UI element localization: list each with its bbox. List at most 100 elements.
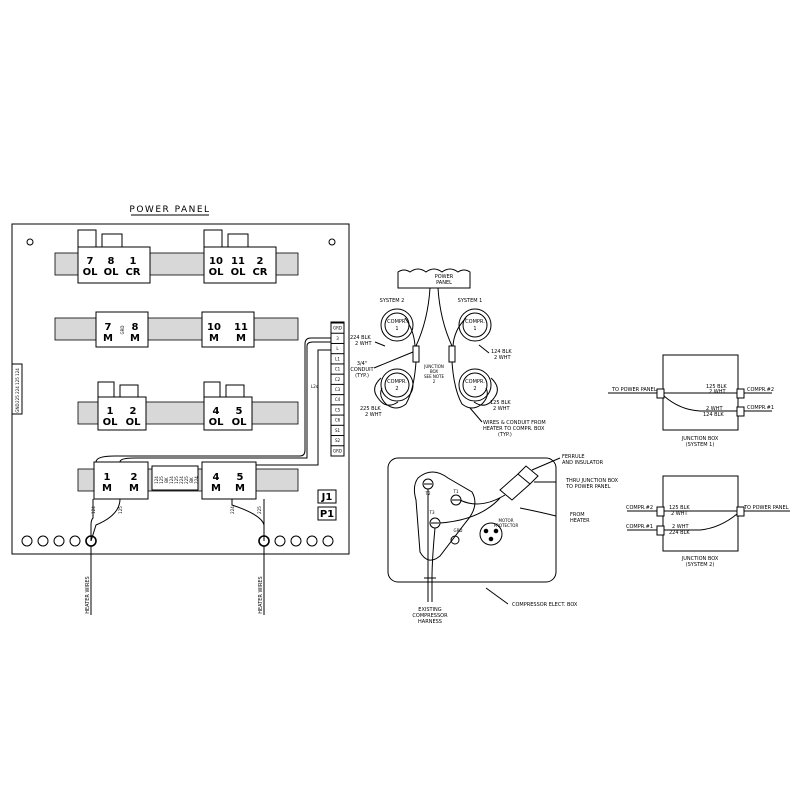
wire-124 bbox=[90, 499, 94, 541]
motor-protector bbox=[479, 522, 503, 546]
compressor-number: 1 bbox=[395, 326, 398, 332]
box-connector-left-2 bbox=[656, 525, 665, 536]
leader-line bbox=[485, 587, 509, 605]
compressor-elect-box-label: COMPRESSOR ELECT. BOX bbox=[512, 602, 578, 608]
right-strip-label: C3 bbox=[335, 387, 341, 392]
heater-wires-label-left: HEATER WIRES bbox=[85, 576, 91, 613]
junction-box-right bbox=[448, 345, 456, 363]
right-strip-label: L1 bbox=[335, 356, 340, 361]
power-panel: POWER PANEL 7 OL 8 OL 1 CR 10 OL 11 bbox=[11, 205, 350, 615]
right-strip-label: C6 bbox=[335, 418, 341, 423]
conduit bbox=[473, 377, 498, 406]
wire-224-blk: 224 BLK bbox=[350, 335, 371, 341]
compressor-number: 2 bbox=[473, 386, 476, 392]
motor-pin bbox=[488, 536, 494, 542]
mini-terminal-label: 124 bbox=[154, 476, 159, 484]
panel-screw-tr bbox=[328, 238, 336, 246]
mini-terminal-label: 225 bbox=[184, 476, 189, 484]
leader-line bbox=[478, 344, 490, 354]
din-rail-2 bbox=[54, 317, 299, 341]
ferrule-insulator bbox=[517, 465, 539, 485]
relay-top-block bbox=[225, 384, 245, 398]
junction-box-system-1: TO POWER PANEL 125 BLK 2 WHT 2 WHT 124 B… bbox=[608, 354, 774, 448]
relay-number: 11 bbox=[231, 256, 245, 267]
contactor-number: 1 bbox=[104, 472, 111, 483]
relay-number: 1 bbox=[107, 406, 114, 417]
from-heater-label: FROM bbox=[570, 512, 585, 518]
wire-125 bbox=[90, 498, 121, 542]
motor-protector-label: PROTECTOR bbox=[494, 523, 519, 528]
relay-group-1-left bbox=[77, 246, 151, 284]
terminal-circle bbox=[69, 535, 81, 547]
mini-terminal-label: BK bbox=[164, 477, 169, 483]
relay-type: OL bbox=[209, 417, 225, 428]
relay-top-block bbox=[119, 384, 139, 398]
wire-label: 2 WHT bbox=[671, 511, 688, 517]
left-strip-label: GND bbox=[15, 403, 20, 412]
wires-conduit-note: WIRES & CONDUIT FROM bbox=[483, 420, 546, 426]
contactor-number: 8 bbox=[132, 322, 139, 333]
conduit-typ: (TYP.) bbox=[355, 373, 369, 379]
contactor-type: M bbox=[129, 483, 139, 494]
wire-224 bbox=[231, 499, 265, 541]
wire-bus-upper bbox=[95, 337, 331, 463]
wire-bundle-bottom bbox=[664, 513, 738, 531]
wire-label-225: 225 bbox=[257, 506, 262, 514]
ferrule bbox=[499, 473, 531, 501]
relay-top-block bbox=[77, 229, 97, 248]
mini-terminal-block bbox=[151, 465, 199, 491]
junction-box-note-num: 2 bbox=[433, 379, 436, 384]
panel-row-4: 124 125 BK 124 125 224 225 BK 224 1 M 2 … bbox=[77, 461, 299, 500]
contactor-type: M bbox=[209, 333, 219, 344]
wire-bundle-bottom bbox=[663, 395, 737, 412]
to-power-panel-label: TO POWER PANEL bbox=[743, 505, 789, 511]
leader-line bbox=[531, 457, 561, 471]
right-strip-label: GRD bbox=[333, 448, 342, 453]
compressor-number: 2 bbox=[395, 386, 398, 392]
contactor-number: 10 bbox=[207, 322, 221, 333]
panel-wiring: 124 125 224 225 L2s bbox=[90, 337, 331, 542]
compressor-circle-inner bbox=[462, 312, 488, 338]
from-heater-label: HEATER bbox=[570, 518, 590, 524]
junction-box-caption-system: (SYSTEM 1) bbox=[686, 442, 715, 448]
p1-label: P1 bbox=[320, 509, 334, 520]
terminal-circle bbox=[37, 535, 49, 547]
conduit-label: CONDUIT bbox=[350, 367, 374, 373]
contactor-type: M bbox=[211, 483, 221, 494]
compr-1-label: COMPR.#1 bbox=[626, 524, 653, 530]
relay-type: OL bbox=[231, 267, 247, 278]
relay-type: OL bbox=[104, 267, 120, 278]
wire-125-wht: 2 WHT bbox=[493, 406, 510, 412]
compressor-label: COMPR. bbox=[465, 379, 485, 385]
relay-type: OL bbox=[232, 417, 248, 428]
wire-225-wht: 2 WHT bbox=[365, 412, 382, 418]
relay-number: 2 bbox=[257, 256, 264, 267]
contactor-number: 7 bbox=[105, 322, 112, 333]
leader-line bbox=[373, 351, 414, 369]
mini-terminal-label: 224 bbox=[194, 476, 199, 484]
box-connector-right-2 bbox=[736, 406, 745, 417]
wires-conduit-note: HEATER TO COMPR. BOX bbox=[483, 426, 545, 432]
contactor-number: 5 bbox=[237, 472, 244, 483]
mini-terminal-label: 125 bbox=[159, 476, 164, 484]
power-panel-title: POWER PANEL bbox=[129, 205, 210, 215]
relay-number: 5 bbox=[236, 406, 243, 417]
junction-box-caption: JUNCTION BOX bbox=[681, 436, 719, 442]
wires-conduit-note: (TYP.) bbox=[498, 432, 512, 438]
contactor-type: M bbox=[102, 483, 112, 494]
system-2-label: SYSTEM 2 bbox=[380, 298, 405, 304]
panel-row-2: GRD 7 M 8 M 10 M 11 M bbox=[54, 311, 299, 348]
harness-wires bbox=[427, 489, 436, 579]
relay-number: 8 bbox=[108, 256, 115, 267]
junction-box-system-2: TO POWER PANEL 125 BLK 2 WHT 2 WHT 224 B… bbox=[626, 475, 790, 568]
left-strip-label: 124 bbox=[15, 368, 20, 376]
internal-wires bbox=[439, 494, 506, 524]
compr-2-label: COMPR.#2 bbox=[626, 505, 653, 511]
wire-label-224: 224 bbox=[230, 506, 235, 514]
relay-number: 2 bbox=[130, 406, 137, 417]
conduit-size: 3/4" bbox=[357, 361, 367, 367]
relay-type: OL bbox=[103, 417, 119, 428]
thru-label: TO POWER PANEL bbox=[565, 484, 611, 490]
wire-label-125: 125 bbox=[118, 506, 123, 514]
